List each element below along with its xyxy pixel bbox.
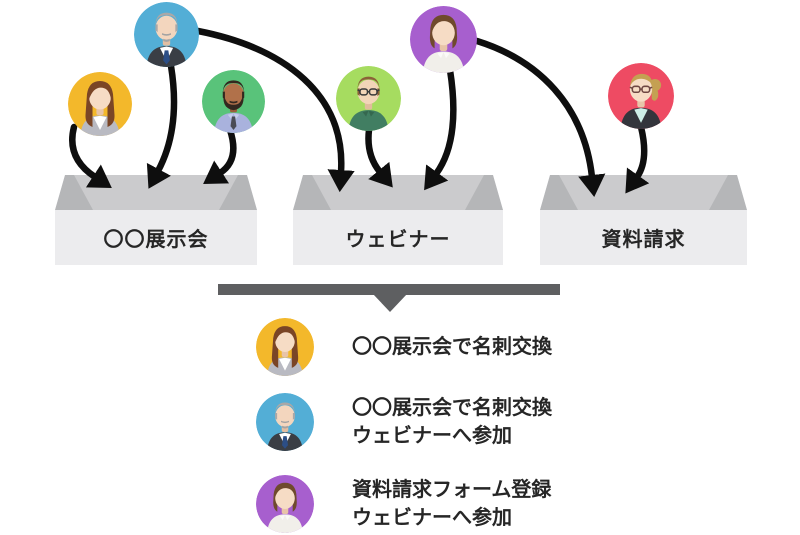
avatar-woman-red	[608, 63, 674, 129]
box-document-request: 資料請求	[540, 175, 747, 265]
funnel-bar-arrow-down-icon	[373, 294, 407, 312]
box-exhibition-opening	[55, 175, 257, 210]
funnel-bar	[218, 284, 560, 295]
arrow-woman-red-to-document-request	[625, 123, 650, 194]
box-webinar: ウェビナー	[293, 175, 503, 265]
avatar-woman-yellow	[68, 72, 132, 136]
legend-line: 〇〇展示会で名刺交換	[352, 397, 552, 419]
arrow-woman-purple-to-document-request	[473, 37, 606, 198]
avatar-woman-purple-legend	[256, 475, 314, 533]
arrow-man-green-to-exhibition	[203, 126, 237, 184]
box-exhibition-front: 〇〇展示会	[55, 210, 257, 265]
legend-line: ウェビナーへ参加	[352, 425, 512, 447]
avatar-man-green	[202, 70, 265, 133]
avatar-woman-purple	[410, 6, 477, 73]
avatar-woman-yellow-legend	[256, 318, 314, 376]
box-webinar-front: ウェビナー	[293, 210, 503, 265]
legend-line: 〇〇展示会で名刺交換	[352, 336, 552, 358]
legend-line: ウェビナーへ参加	[352, 507, 512, 529]
box-exhibition-label: 〇〇展示会	[103, 229, 209, 251]
avatar-man-blue-legend	[256, 393, 314, 451]
box-document-request-label: 資料請求	[601, 229, 686, 251]
legend-line: 資料請求フォーム登録	[352, 479, 552, 501]
arrow-man-lightgreen-to-webinar	[365, 126, 393, 188]
avatar-man-blue	[134, 2, 199, 67]
box-webinar-opening	[293, 175, 503, 210]
box-document-request-opening	[540, 175, 747, 210]
legend-row-exhibition: 〇〇展示会で名刺交換	[256, 318, 552, 376]
legend-row-exhibition-webinar: 〇〇展示会で名刺交換 ウェビナーへ参加	[256, 393, 552, 451]
box-document-request-front: 資料請求	[540, 210, 747, 265]
box-webinar-label: ウェビナー	[345, 229, 451, 251]
legend-row-request-webinar: 資料請求フォーム登録 ウェビナーへ参加	[256, 475, 551, 533]
arrow-man-blue-to-exhibition	[146, 62, 178, 189]
box-exhibition: 〇〇展示会	[55, 175, 257, 265]
avatar-man-lightgreen	[336, 66, 401, 131]
arrow-woman-purple-to-webinar	[424, 66, 457, 191]
